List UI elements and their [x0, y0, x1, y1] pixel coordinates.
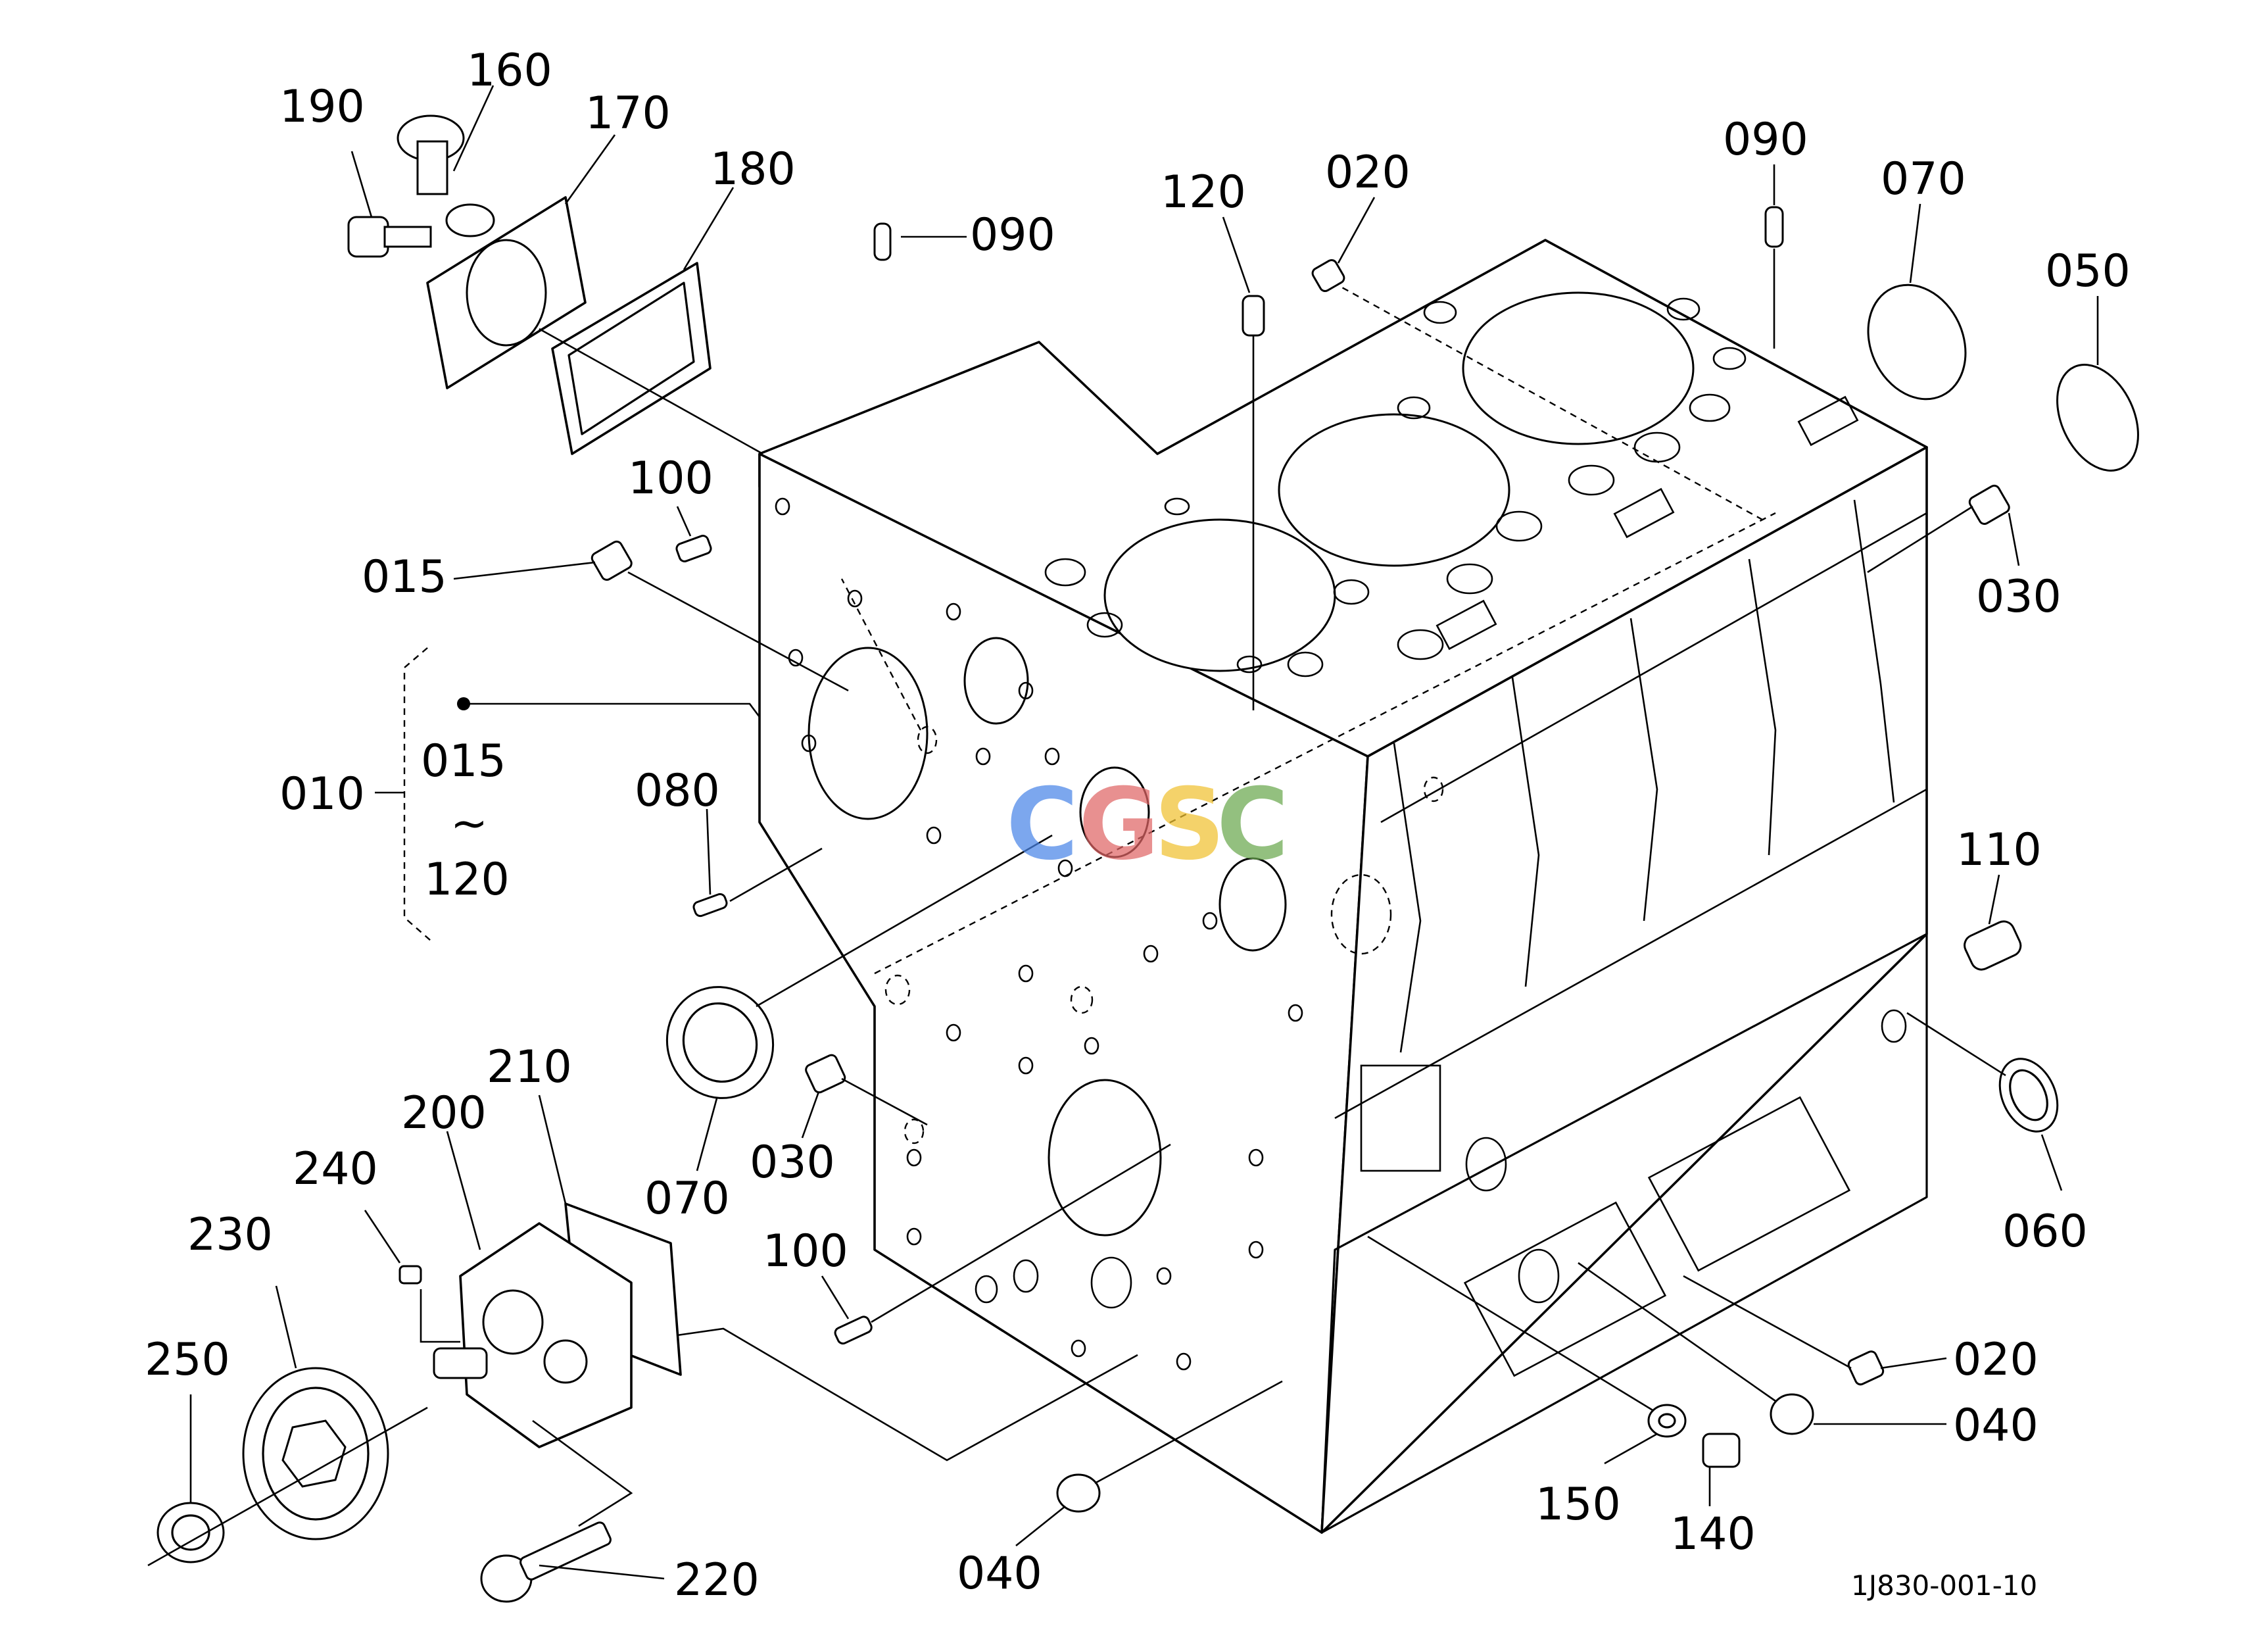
label-030-right: 030 — [1976, 571, 2062, 623]
part-015-plug — [453, 540, 849, 692]
part-090-pin-left — [873, 222, 967, 261]
label-150: 150 — [1535, 1479, 1621, 1531]
label-010: 010 — [279, 768, 365, 820]
part-040-plug-right — [1578, 1262, 1946, 1435]
group-bracket — [375, 647, 761, 941]
part-060-seal — [1906, 1012, 2063, 1191]
part-050-plug — [2056, 296, 2139, 472]
label-120: 120 — [1161, 166, 1246, 218]
label-010-from: 015 — [421, 735, 506, 787]
label-100-top: 100 — [628, 453, 713, 504]
label-240: 240 — [293, 1143, 378, 1195]
part-labels: 190 160 170 180 100 015 010 015 ~ 120 08… — [145, 45, 2131, 1606]
part-240-key — [364, 1210, 422, 1285]
label-020-top: 020 — [1325, 147, 1411, 199]
label-230: 230 — [187, 1209, 273, 1261]
cylinder-block — [758, 239, 1928, 1534]
label-070-top: 070 — [1881, 153, 1966, 205]
part-150-washer — [1367, 1235, 1687, 1465]
label-170: 170 — [585, 87, 671, 139]
label-200: 200 — [401, 1087, 487, 1139]
part-030-plug-left — [801, 1054, 928, 1139]
label-210: 210 — [487, 1041, 572, 1093]
label-250: 250 — [145, 1334, 230, 1386]
part-220-bolt — [480, 1419, 665, 1603]
watermark-letter-c2: C — [1217, 768, 1289, 882]
pump-leader-line — [677, 1327, 1138, 1462]
part-020-plug-top — [1311, 197, 1376, 293]
label-180: 180 — [710, 143, 796, 195]
part-230-gear — [242, 1285, 389, 1540]
label-100-bottom: 100 — [763, 1225, 848, 1277]
watermark-letter-s: S — [1154, 768, 1225, 882]
label-050: 050 — [2045, 245, 2131, 297]
watermark-letter-g: G — [1078, 768, 1159, 882]
part-100-pin-bottom — [821, 1143, 1171, 1345]
part-170-cover — [426, 134, 616, 389]
label-220: 220 — [674, 1554, 760, 1606]
cgsc-watermark: C G S C — [1006, 768, 1289, 882]
oil-pump-assembly — [147, 1094, 1138, 1603]
part-040-plug-bottom — [1015, 1380, 1283, 1547]
label-080: 080 — [635, 765, 720, 817]
part-180-gasket — [539, 187, 763, 455]
label-090-left: 090 — [970, 209, 1055, 261]
part-100-pin-top — [675, 506, 712, 562]
label-010-to: 120 — [424, 854, 510, 906]
part-110-sleeve — [1964, 874, 2022, 971]
label-060: 060 — [2002, 1206, 2088, 1258]
part-090-pin-right — [1764, 164, 1784, 349]
label-190: 190 — [279, 81, 365, 133]
part-160-plug — [397, 85, 495, 195]
label-160: 160 — [467, 45, 552, 97]
part-080-pin — [692, 808, 823, 918]
part-140-bolt — [1702, 1433, 1741, 1506]
part-030-plug-right — [1867, 484, 2020, 574]
label-030-left: 030 — [750, 1137, 835, 1189]
label-040-bottom: 040 — [957, 1548, 1042, 1600]
label-140: 140 — [1670, 1508, 1756, 1560]
label-110: 110 — [1956, 824, 2042, 876]
part-250-nut — [147, 1394, 428, 1567]
part-200-pump-body — [420, 1131, 633, 1448]
label-040-right: 040 — [1953, 1400, 2039, 1452]
label-070-left: 070 — [644, 1173, 730, 1225]
watermark-letter-c1: C — [1006, 768, 1078, 882]
drawing-number: 1J830-001-10 — [1851, 1569, 2037, 1602]
part-120-sleeve — [1222, 216, 1265, 710]
label-015: 015 — [362, 551, 447, 603]
label-010-tilde: ~ — [450, 798, 488, 850]
pump-shaft — [433, 1347, 488, 1379]
label-090-right: 090 — [1723, 114, 1808, 166]
part-070-cap-top — [1867, 203, 1967, 401]
part-070-seal-left — [665, 834, 1053, 1171]
part-190-bolt — [347, 151, 432, 258]
label-020-bottom: 020 — [1953, 1334, 2039, 1386]
part-020-plug-bottom — [1683, 1275, 1947, 1386]
